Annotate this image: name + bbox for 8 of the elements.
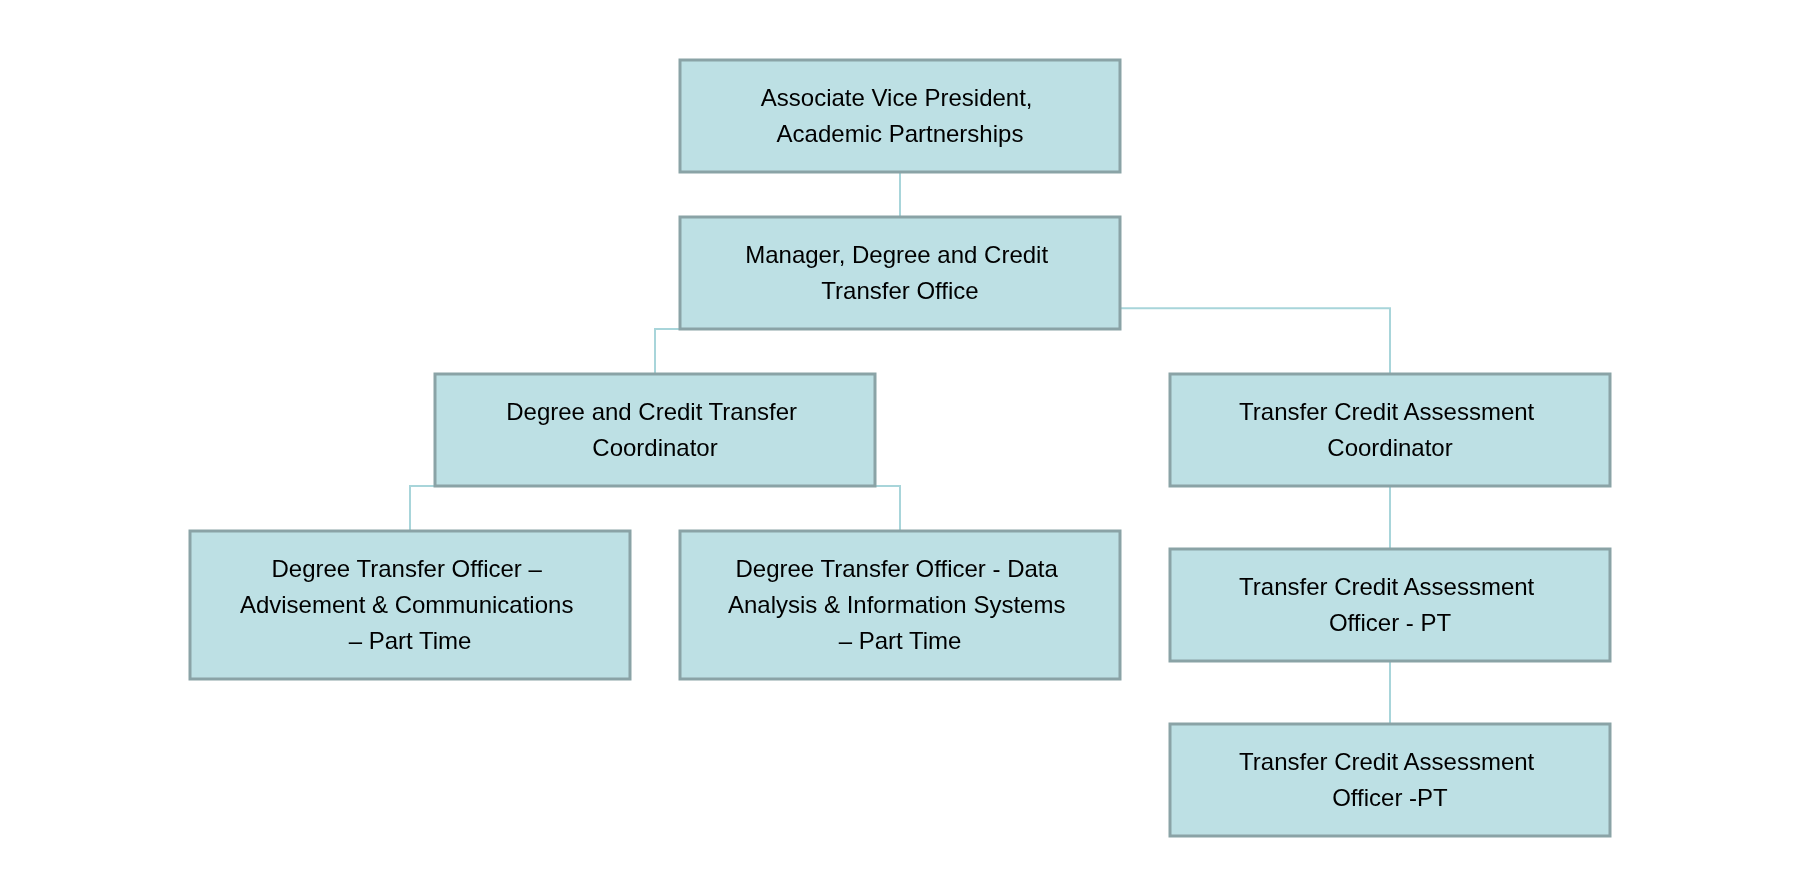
node-box: Transfer Credit Assessment Officer -PT [1168, 722, 1612, 838]
node-box: Transfer Credit Assessment Coordinator [1168, 372, 1612, 488]
node-box: Degree Transfer Officer - Data Analysis & Information Systems – Part Time [678, 529, 1122, 681]
node-box: Manager, Degree and Credit Transfer Office [678, 215, 1122, 331]
node-box: Degree and Credit Transfer Coordinator [433, 372, 877, 488]
node-box: Degree Transfer Officer – Advisement & Communications – Part Time [188, 529, 632, 681]
node-box: Associate Vice President, Academic Partnerships [678, 58, 1122, 174]
node-box: Transfer Credit Assessment Officer - PT [1168, 547, 1612, 663]
